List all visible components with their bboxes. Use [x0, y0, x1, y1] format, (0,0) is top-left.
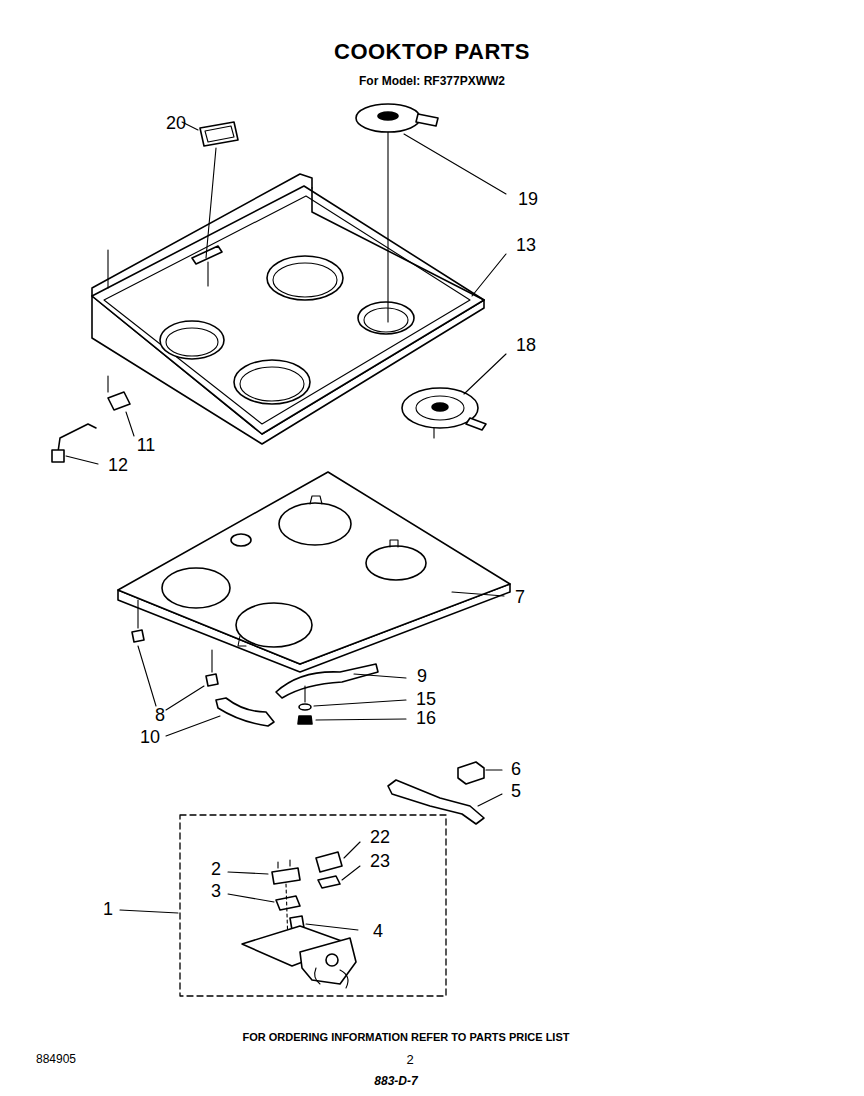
callout-number: 2 — [211, 860, 221, 880]
parts-11-12 — [52, 376, 134, 464]
callout-number: 12 — [108, 456, 128, 476]
callout-number: 1 — [103, 900, 113, 920]
page-code: 884905 — [36, 1053, 76, 1066]
footer-note: FOR ORDERING INFORMATION REFER TO PARTS … — [243, 1031, 570, 1043]
document-code: 883-D-7 — [374, 1075, 417, 1088]
callout-number: 11 — [137, 436, 156, 456]
callout-number: 10 — [140, 728, 160, 748]
burner-box-7 — [118, 472, 510, 672]
callout-number: 3 — [211, 882, 221, 902]
callout-number: 4 — [373, 922, 383, 942]
surface-element-18 — [402, 354, 506, 438]
callout-number: 18 — [516, 336, 536, 356]
model-line: For Model: RF377PXWW2 — [359, 75, 505, 88]
callout-number: 19 — [518, 190, 538, 210]
page-number: 2 — [406, 1053, 413, 1067]
callout-number: 23 — [370, 852, 390, 872]
surface-element-19 — [356, 104, 506, 322]
leader-13 — [472, 254, 506, 296]
cooktop — [92, 174, 484, 444]
callout-number: 5 — [511, 782, 521, 802]
callout-number: 13 — [516, 236, 536, 256]
callout-number: 15 — [416, 690, 436, 710]
brackets-9-10 — [166, 664, 406, 736]
callout-number: 22 — [370, 828, 390, 848]
clips-8 — [132, 630, 218, 710]
page-title: COOKTOP PARTS — [334, 40, 530, 64]
part-20 — [182, 122, 238, 258]
switch-kit-1 — [120, 815, 446, 996]
callout-number: 8 — [155, 706, 165, 726]
callout-number: 6 — [511, 760, 521, 780]
callout-number: 7 — [515, 588, 525, 608]
callout-number: 20 — [166, 114, 186, 134]
callout-number: 16 — [416, 709, 436, 729]
callout-number: 9 — [417, 667, 427, 687]
